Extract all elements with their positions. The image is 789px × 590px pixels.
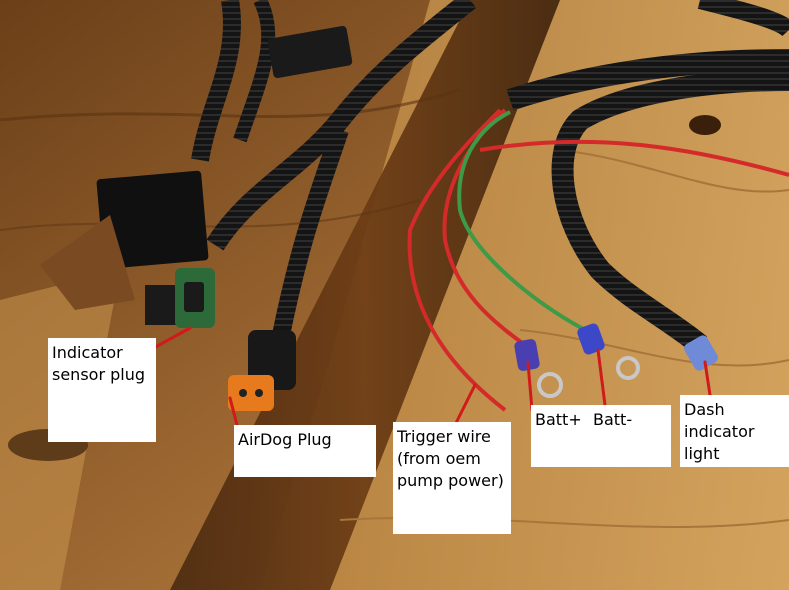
label-dash-indicator-light: Dash indicator light (680, 395, 789, 467)
pointer-indicator (148, 326, 192, 352)
label-batt-positive: Batt+ (531, 405, 591, 467)
pointer-batt-pos (526, 361, 534, 412)
wire-harness (191, 0, 789, 354)
pointer-batt-neg (596, 348, 607, 407)
label-batt-negative: Batt- (589, 405, 671, 467)
pointer-airdog (228, 396, 239, 427)
pointer-trigger (453, 383, 477, 427)
pointer-dash (703, 360, 712, 397)
label-airdog-plug: AirDog Plug (234, 425, 376, 477)
pointer-lines (148, 326, 712, 427)
label-indicator-sensor-plug: Indicator sensor plug (48, 338, 156, 442)
label-trigger-wire: Trigger wire (from oem pump power) (393, 422, 511, 534)
loose-wires (407, 108, 789, 412)
connectors (40, 25, 353, 411)
